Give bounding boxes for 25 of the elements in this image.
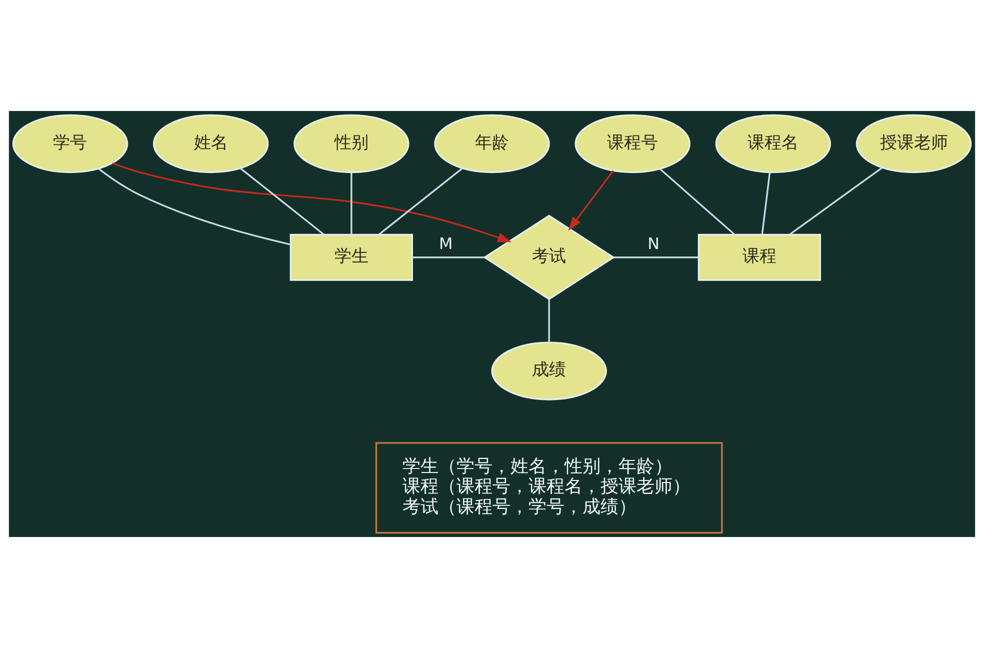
connector <box>240 167 325 235</box>
connector <box>761 172 771 234</box>
connector <box>350 172 352 234</box>
node-ellipse: 姓名 <box>152 114 269 173</box>
edge-label: N <box>648 233 660 252</box>
connector <box>412 256 485 258</box>
node-box: 学生 <box>290 233 413 280</box>
node-box: 课程 <box>698 233 822 280</box>
connector <box>378 167 463 235</box>
node-ellipse: 性别 <box>294 114 410 173</box>
arrow <box>568 170 614 230</box>
node-ellipse: 学号 <box>12 114 128 173</box>
connector <box>614 256 699 258</box>
edge-label: M <box>439 233 453 252</box>
connector <box>660 168 736 235</box>
node-ellipse: 课程名 <box>715 114 832 173</box>
node-box: 学生（学号，姓名，性别，年龄） 课程（课程号，课程名，授课老师） 考试（课程号，学号，成绩） <box>375 442 723 534</box>
node-ellipse: 授课老师 <box>856 114 972 173</box>
connector <box>548 298 550 342</box>
arrow <box>112 162 512 242</box>
node-ellipse: 成绩 <box>491 341 607 400</box>
connector <box>789 166 883 234</box>
node-ellipse: 课程号 <box>574 114 690 173</box>
connector <box>98 168 290 245</box>
node-ellipse: 年龄 <box>434 114 550 173</box>
